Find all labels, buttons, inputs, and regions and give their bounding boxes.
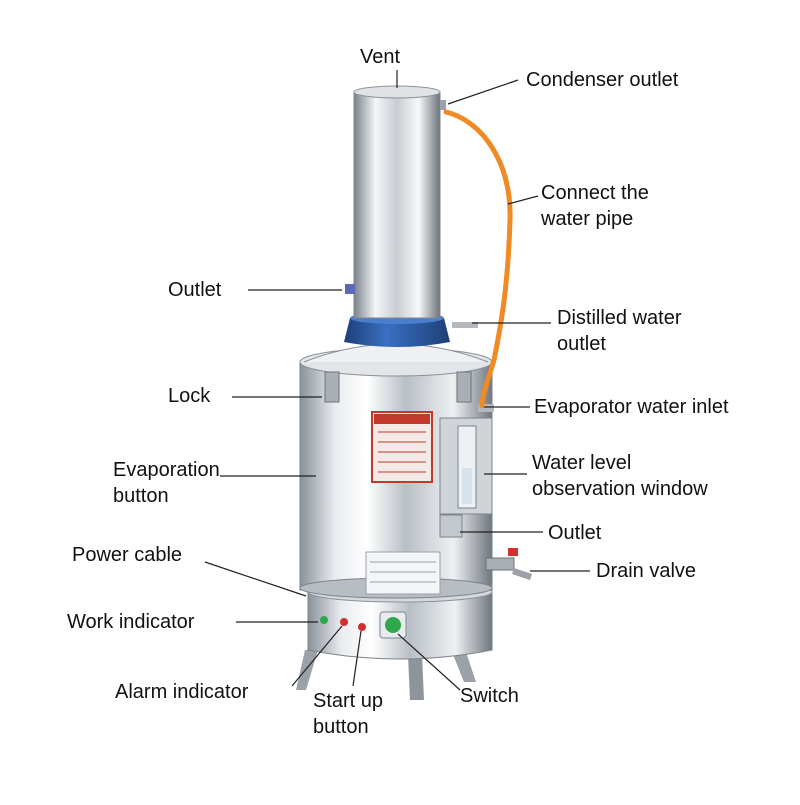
- label-condenser-outlet: Condenser outlet: [526, 69, 679, 91]
- label-power-cable: Power cable: [72, 544, 183, 566]
- label-evaporation-button: Evaporation button: [113, 459, 220, 507]
- orange-hose: [443, 109, 513, 409]
- condenser-column: [353, 85, 441, 319]
- work-indicator-light: [320, 616, 328, 624]
- warning-plate: [371, 411, 433, 483]
- fittings: [345, 100, 494, 538]
- label-water-level-window: Water level observation window: [532, 452, 708, 500]
- label-connect-water-pipe: Connect the water pipe: [541, 182, 649, 230]
- label-vent: Vent: [360, 46, 401, 68]
- legs: [296, 650, 476, 700]
- label-outlet-top: Outlet: [168, 279, 222, 301]
- label-distilled-water-outlet: Distilled water outlet: [557, 307, 682, 355]
- label-drain-valve: Drain valve: [596, 560, 697, 582]
- alarm-indicator-light: [340, 618, 348, 626]
- startup-button-light: [358, 623, 366, 631]
- locks: [324, 371, 472, 403]
- label-lock: Lock: [168, 385, 211, 407]
- drain-valve: [485, 548, 532, 580]
- switch-light: [385, 617, 401, 633]
- label-switch: Switch: [460, 685, 519, 707]
- label-evaporator-water-inlet: Evaporator water inlet: [534, 396, 729, 418]
- control-panel: [320, 611, 407, 639]
- leader-lines: [204, 70, 590, 691]
- nameplate: [365, 551, 441, 595]
- water-level-window: [439, 417, 493, 515]
- label-outlet-bottom: Outlet: [548, 522, 602, 544]
- label-startup-button: Start up button: [313, 690, 384, 738]
- label-work-indicator: Work indicator: [67, 611, 195, 633]
- label-alarm-indicator: Alarm indicator: [115, 681, 249, 703]
